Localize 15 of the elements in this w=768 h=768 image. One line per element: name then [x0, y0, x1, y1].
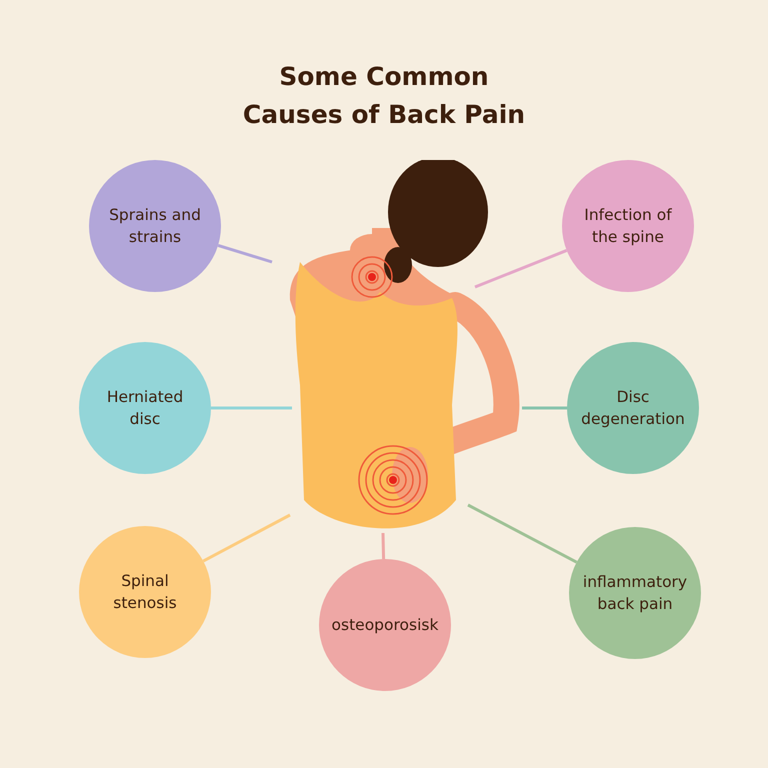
cause-label: osteoporosisk [332, 615, 438, 636]
title: Some Common Causes of Back Pain [242, 61, 526, 131]
cause-label: inflammatory back pain [582, 572, 688, 615]
leader-line [202, 514, 291, 562]
cause-label: Spinal stenosis [112, 571, 178, 614]
leader-line [211, 406, 292, 410]
cause-label: Infection of the spine [583, 205, 673, 248]
cause-label: Sprains and strains [108, 205, 202, 248]
cause-label: Disc degeneration [581, 387, 685, 430]
cause-label: Herniated disc [106, 387, 184, 430]
leader-line [474, 249, 568, 288]
leader-line [467, 504, 578, 564]
leader-line [218, 244, 272, 264]
leader-line [522, 406, 567, 410]
leader-line [382, 532, 386, 560]
